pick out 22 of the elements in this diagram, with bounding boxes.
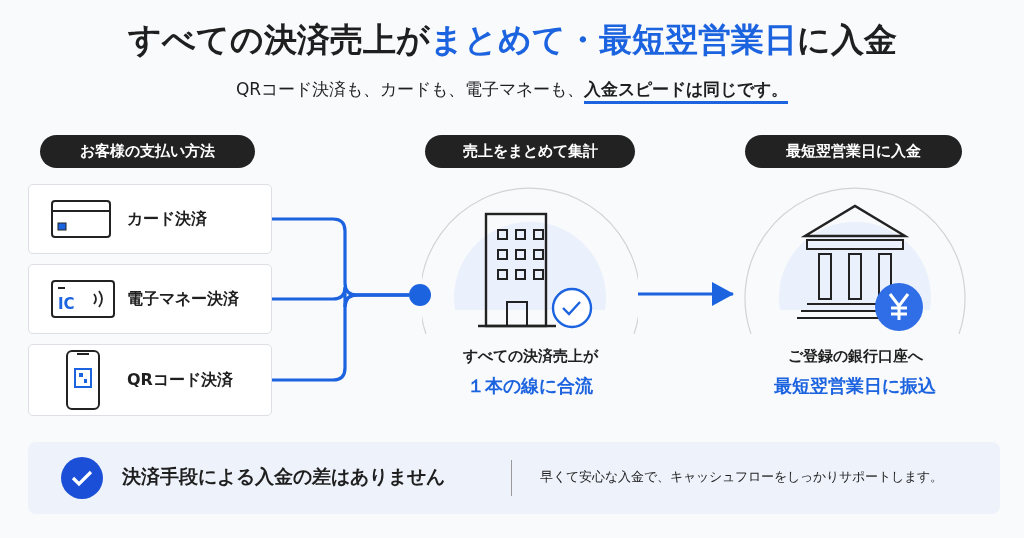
caption-text: ご登録の銀行口座へ [786,347,924,366]
payment-box [28,264,272,334]
step-pill: 最短翌営業日に入金 [745,135,962,168]
subtitle: QRコード決済も、カードも、電子マネーも、入金スピードは同じです。 [0,78,1024,101]
title: すべての決済売上がまとめて・最短翌営業日に入金 [126,19,898,61]
payment-label: カード決済 [127,209,207,230]
note-banner [28,442,1000,514]
note-text: 早くて安心な入金で、キャッシュフローをしっかりサポートします。 [540,469,943,486]
junction-dot [409,284,431,306]
connector-line [272,293,409,382]
highlight-text: 最短翌営業日に振込 [773,374,937,398]
arrow [638,282,734,306]
payment-label: QRコード決済 [127,370,233,391]
note-heading: 決済手段による入金の差はありません [122,464,445,489]
ic-card-icon: IC [50,279,116,319]
highlight-text: １本の線に合流 [466,374,594,398]
step-pill: 売上をまとめて集計 [425,135,635,168]
caption-text: すべての決済売上が [461,347,600,366]
step-pill: お客様の支払い方法 [40,135,255,168]
payment-box [28,184,272,254]
payment-box [28,344,272,416]
payment-label: 電子マネー決済 [127,289,239,310]
